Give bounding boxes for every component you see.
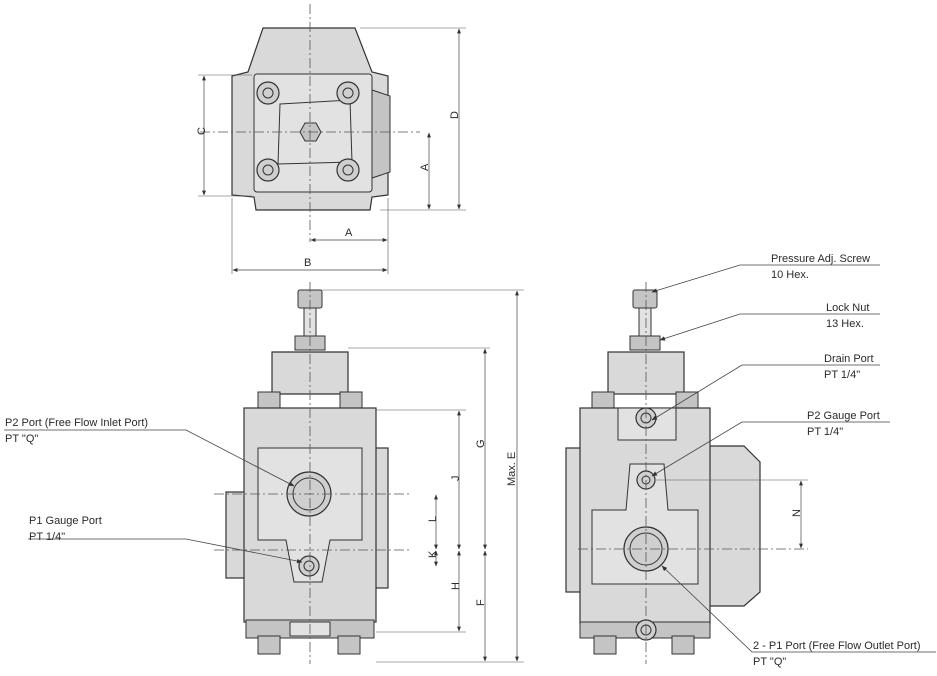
top-view-side-boss [371, 89, 391, 179]
callout-lock-nut-line1: Lock Nut [826, 302, 869, 314]
dim-b: B [304, 257, 311, 269]
callout-p2-port-line1: P2 Port (Free Flow Inlet Port) [5, 417, 148, 429]
side-view: N Pressure Adj. Screw 10 Hex. Lock Nut 1… [565, 253, 936, 668]
dim-d: D [449, 111, 461, 119]
top-view: C A D A B [196, 4, 466, 274]
callout-p2-gauge-line2: PT 1/4" [807, 426, 843, 438]
front-p1-gauge-port [298, 555, 320, 577]
dim-a-horizontal: A [345, 227, 353, 239]
front-view: G J L K H F Max. E P2 Port (Free Flow In… [4, 282, 524, 664]
callout-p1-gauge-line2: PT 1/4" [29, 531, 65, 543]
dim-n: N [791, 509, 803, 517]
dim-g: G [475, 439, 487, 448]
dim-l: L [427, 516, 439, 522]
callout-p1-port-line2: PT "Q" [753, 656, 786, 668]
callout-drain-port-line2: PT 1/4" [824, 369, 860, 381]
callout-p1-port-line1: 2 - P1 Port (Free Flow Outlet Port) [753, 640, 921, 652]
dim-f: F [475, 599, 487, 606]
callout-lock-nut-line2: 13 Hex. [826, 318, 864, 330]
callout-p2-port-line2: PT "Q" [5, 433, 38, 445]
callout-pressure-adj-line2: 10 Hex. [771, 269, 809, 281]
callout-pressure-adj-line1: Pressure Adj. Screw [771, 253, 870, 265]
dim-h: H [450, 582, 462, 590]
callout-p2-gauge-line1: P2 Gauge Port [807, 410, 880, 422]
dim-max-e: Max. E [506, 452, 518, 486]
front-left-boss [225, 491, 247, 579]
side-adj-screw-head [632, 289, 658, 309]
side-inner-face [591, 463, 699, 585]
dim-a-vertical: A [419, 163, 431, 171]
dim-j: J [450, 476, 462, 482]
callout-drain-port-line1: Drain Port [824, 353, 874, 365]
top-view-bolt-holes [256, 81, 360, 182]
side-lock-nut [629, 335, 661, 351]
dim-k: K [427, 550, 439, 558]
dim-c: C [196, 127, 208, 135]
side-right-wing [707, 445, 761, 607]
callout-p1-gauge-line1: P1 Gauge Port [29, 515, 102, 527]
